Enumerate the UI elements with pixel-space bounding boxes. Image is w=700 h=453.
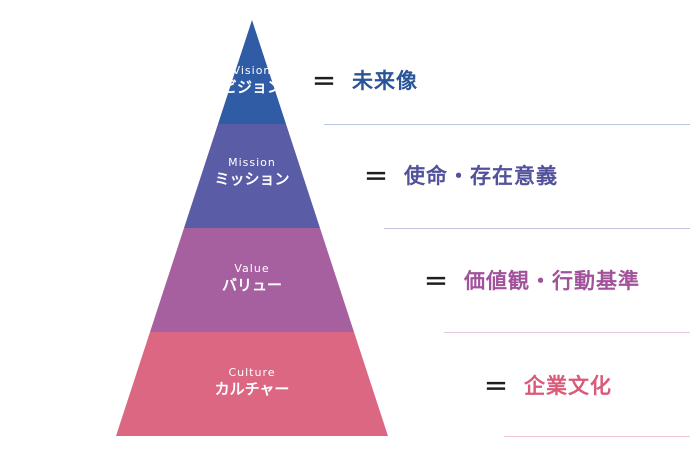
tier-culture-meaning-text: 企業文化 xyxy=(524,373,612,398)
equals-sign: ＝ xyxy=(312,68,336,96)
tier-mission-label: Mission ミッション xyxy=(182,157,322,187)
tier-vision-shape xyxy=(218,20,286,124)
tier-mission-ja: ミッション xyxy=(214,170,290,188)
tier-mission-meaning-text: 使命・存在意義 xyxy=(404,163,558,188)
tier-vision-meaning: ＝ 未来像 xyxy=(312,62,418,97)
tier-culture-meaning: ＝ 企業文化 xyxy=(484,367,612,402)
tier-culture-divider xyxy=(504,436,690,437)
equals-sign: ＝ xyxy=(364,163,388,191)
tier-vision-meaning-text: 未来像 xyxy=(352,68,418,93)
tier-vision-ja: ビジョン xyxy=(221,78,282,96)
tier-mission-meaning: ＝ 使命・存在意義 xyxy=(364,157,558,192)
equals-sign: ＝ xyxy=(424,268,448,296)
tier-value-en: Value xyxy=(234,262,270,275)
tier-culture-label: Culture カルチャー xyxy=(182,367,322,397)
equals-sign: ＝ xyxy=(484,373,508,401)
tier-value-shape xyxy=(150,228,354,332)
tier-value-meaning: ＝ 価値観・行動基準 xyxy=(424,262,640,297)
tier-value-label: Value バリュー xyxy=(182,263,322,293)
tier-value-ja: バリュー xyxy=(221,276,282,294)
tier-mission-divider xyxy=(384,228,690,229)
tier-value-divider xyxy=(444,332,690,333)
tier-mission-shape xyxy=(184,124,320,228)
tier-culture-en: Culture xyxy=(228,366,276,379)
tier-mission-en: Mission xyxy=(228,156,276,169)
tier-value-meaning-text: 価値観・行動基準 xyxy=(464,268,640,293)
tier-vision-en: Vision xyxy=(232,64,272,77)
tier-vision-label: Vision ビジョン xyxy=(182,65,322,95)
tier-culture-ja: カルチャー xyxy=(214,380,290,398)
tier-vision-divider xyxy=(324,124,690,125)
tier-culture-shape xyxy=(116,332,388,436)
